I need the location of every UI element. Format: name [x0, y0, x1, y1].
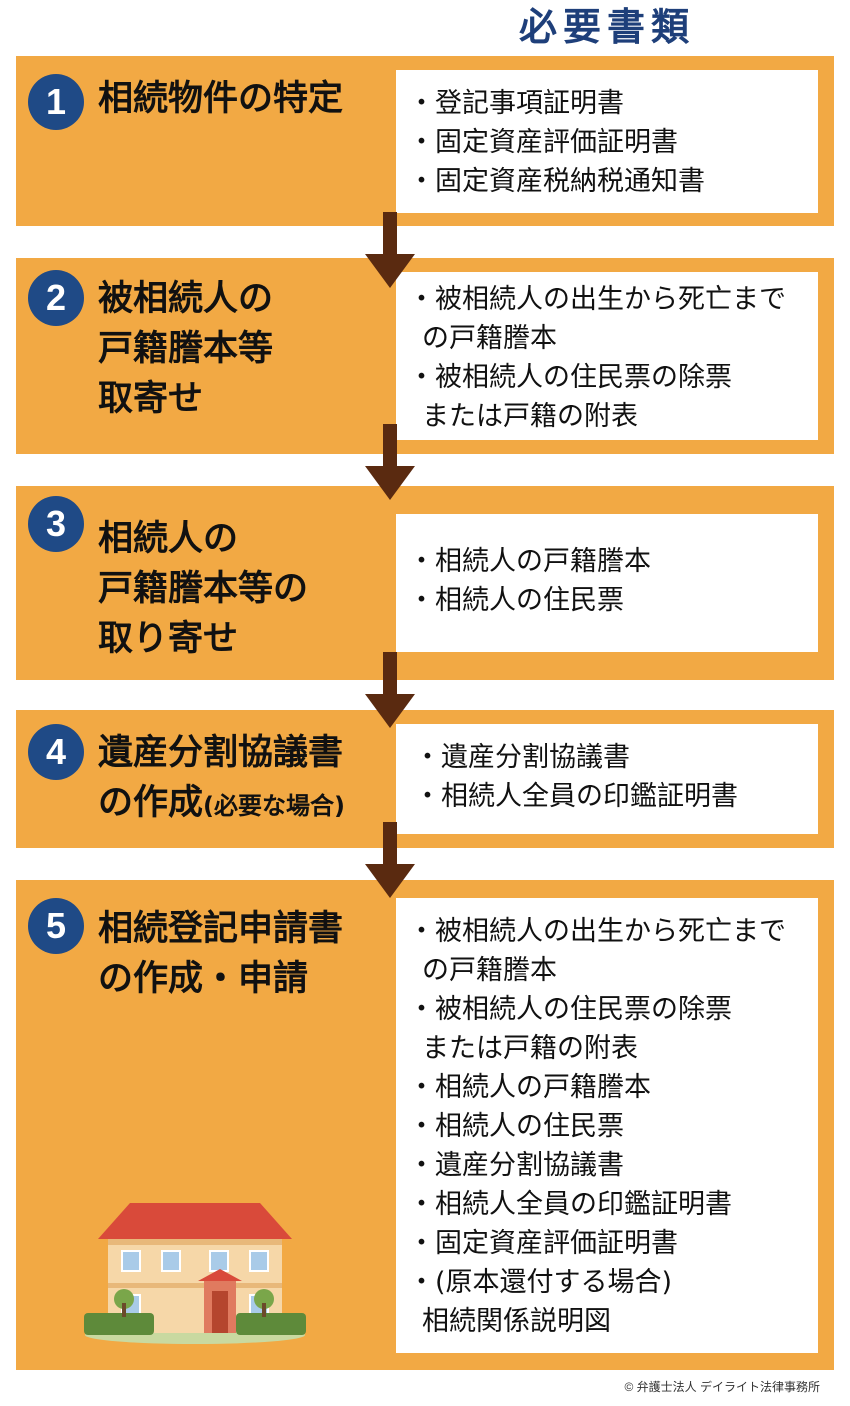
step-2: 2 被相続人の 戸籍謄本等 取寄せ ・被相続人の出生から死亡まで の戸籍謄本 ・… [16, 258, 834, 454]
step-title: 相続登記申請書 の作成・申請 [98, 909, 344, 999]
down-arrow-icon [365, 212, 415, 288]
required-docs-box: ・被相続人の出生から死亡まで の戸籍謄本 ・被相続人の住民票の除票 または戸籍の… [396, 898, 818, 1353]
step-number-badge: 2 [28, 270, 84, 326]
doc-item: の戸籍謄本 [422, 323, 557, 354]
step-title: 被相続人の 戸籍謄本等 取寄せ [98, 279, 274, 419]
house-icon [84, 1203, 306, 1344]
step-number-badge: 4 [28, 724, 84, 780]
doc-item: ・被相続人の出生から死亡まで [408, 916, 786, 947]
down-arrow-icon [365, 822, 415, 898]
step-title: 遺産分割協議書 の作成(必要な場合) [98, 733, 345, 823]
doc-item: ・相続人の戸籍謄本 [408, 1072, 651, 1103]
doc-item: または戸籍の附表 [422, 1033, 638, 1064]
doc-item: ・相続人の戸籍謄本 [408, 546, 651, 577]
step-4: 4 遺産分割協議書 の作成(必要な場合) ・遺産分割協議書 ・相続人全員の印鑑証… [16, 710, 834, 848]
step-title: 相続物件の特定 [98, 79, 344, 119]
step-number-badge: 5 [28, 898, 84, 954]
doc-item: ・相続人の住民票 [408, 1111, 624, 1142]
required-docs-box: ・被相続人の出生から死亡まで の戸籍謄本 ・被相続人の住民票の除票 または戸籍の… [396, 272, 818, 440]
copyright-notice: © 弁護士法人 デイライト法律事務所 [624, 1380, 820, 1394]
doc-item: ・相続人の住民票 [408, 585, 624, 616]
step-3: 3 相続人の 戸籍謄本等の 取り寄せ ・相続人の戸籍謄本 ・相続人の住民票 [16, 486, 834, 680]
doc-item: または戸籍の附表 [422, 401, 638, 432]
doc-item: ・遺産分割協議書 [408, 1150, 624, 1181]
required-docs-box: ・相続人の戸籍謄本 ・相続人の住民票 [396, 514, 818, 652]
doc-item: ・被相続人の住民票の除票 [408, 362, 732, 393]
down-arrow-icon [365, 652, 415, 728]
step-5: 5 相続登記申請書 の作成・申請 ・被相続人の出生から死亡まで の戸籍謄本 ・被… [16, 880, 834, 1370]
step-title: 相続人の 戸籍謄本等の 取り寄せ [98, 519, 309, 659]
required-docs-box: ・遺産分割協議書 ・相続人全員の印鑑証明書 [396, 724, 818, 834]
doc-item: ・固定資産税納税通知書 [408, 166, 705, 197]
doc-item: ・相続人全員の印鑑証明書 [414, 781, 738, 812]
doc-item: の戸籍謄本 [422, 955, 557, 986]
step-number-badge: 3 [28, 496, 84, 552]
doc-item: ・固定資産評価証明書 [408, 127, 678, 158]
doc-item: ・(原本還付する場合) [408, 1267, 673, 1298]
step-1: 1 相続物件の特定 ・登記事項証明書 ・固定資産評価証明書 ・固定資産税納税通知… [16, 56, 834, 226]
doc-item: ・被相続人の住民票の除票 [408, 994, 732, 1025]
doc-item: ・相続人全員の印鑑証明書 [408, 1189, 732, 1220]
required-docs-box: ・登記事項証明書 ・固定資産評価証明書 ・固定資産税納税通知書 [396, 70, 818, 213]
required-documents-header: 必要書類 [518, 5, 695, 49]
doc-item: 相続関係説明図 [422, 1306, 611, 1337]
doc-item: ・被相続人の出生から死亡まで [408, 284, 786, 315]
doc-item: ・固定資産評価証明書 [408, 1228, 678, 1259]
down-arrow-icon [365, 424, 415, 500]
doc-item: ・登記事項証明書 [408, 88, 624, 119]
doc-item: ・遺産分割協議書 [414, 742, 630, 773]
step-number-badge: 1 [28, 74, 84, 130]
